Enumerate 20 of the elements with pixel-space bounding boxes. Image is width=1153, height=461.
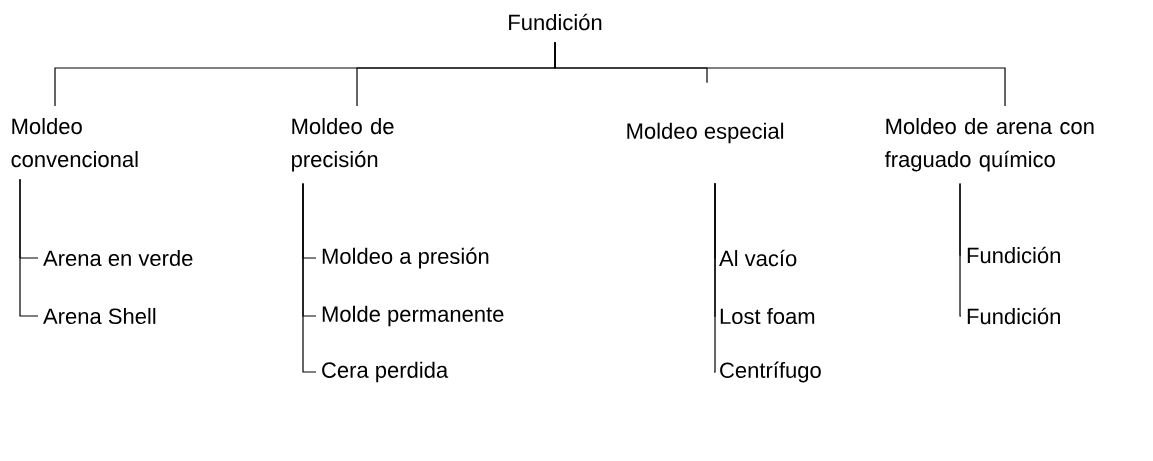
subcategory-label: Arena en verde xyxy=(43,249,193,267)
subcategory-label: Fundición xyxy=(967,246,1060,264)
connector-line xyxy=(19,178,39,317)
subcategory-label: Molde permanente xyxy=(322,305,504,327)
root-label: Fundición xyxy=(509,13,602,31)
category-label: Moldeo especial xyxy=(627,122,784,144)
connector-line xyxy=(959,182,962,317)
subcategory-label: Fundición xyxy=(967,307,1060,325)
category-label: Moldeo convencional xyxy=(11,118,138,168)
subcategory-label: Cera perdida xyxy=(322,361,449,383)
subcategory-label: Centrífugo xyxy=(720,361,821,383)
connector-line xyxy=(554,41,1006,107)
subcategory-label: Moldeo a presión xyxy=(322,247,489,269)
category-label: Moldeo de arena con fraguado químico xyxy=(884,118,1094,172)
connector-line xyxy=(713,182,716,373)
connector-line xyxy=(302,182,317,373)
subcategory-label: Al vacío xyxy=(719,249,797,267)
subcategory-label: Lost foam xyxy=(720,307,815,325)
subcategory-label: Arena Shell xyxy=(43,307,156,325)
category-label: Moldeo de precisión xyxy=(292,118,394,172)
